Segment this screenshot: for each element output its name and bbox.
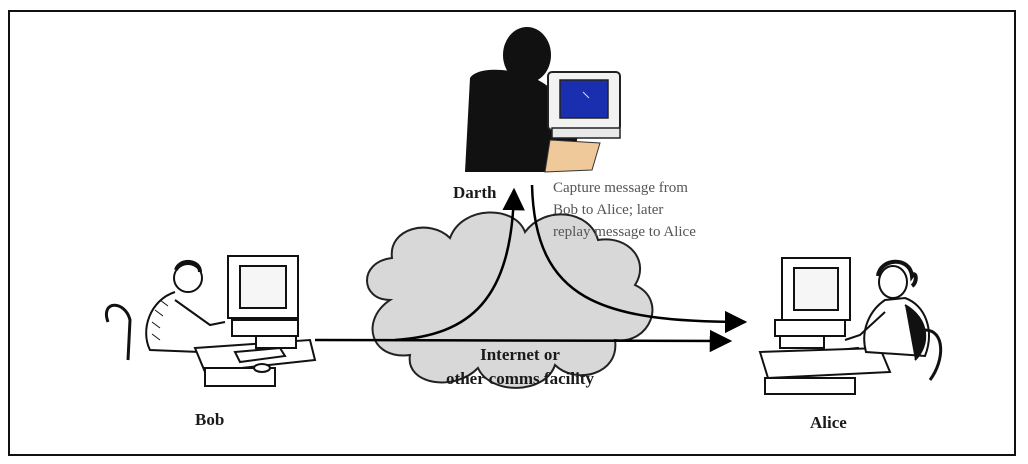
bob-label: Bob (195, 410, 224, 429)
alice-label: Alice (810, 413, 847, 432)
annotation-line2: Bob to Alice; later (553, 202, 663, 218)
capture-arrow (394, 187, 525, 342)
cloud-label-line2: other comms facility (446, 369, 594, 388)
cloud-label-line1: Internet or (480, 345, 560, 364)
cloud-icon (366, 211, 654, 389)
bob-to-alice-arrow (314, 329, 733, 353)
annotation-line1: Capture message from (553, 180, 688, 196)
replay-arrow (530, 184, 748, 334)
bob-figure-icon (104, 255, 317, 387)
alice-figure-icon (758, 257, 943, 395)
annotation-line3: replay message to Alice (553, 224, 696, 240)
darth-label: Darth (453, 183, 497, 202)
darth-figure-icon (465, 27, 621, 173)
